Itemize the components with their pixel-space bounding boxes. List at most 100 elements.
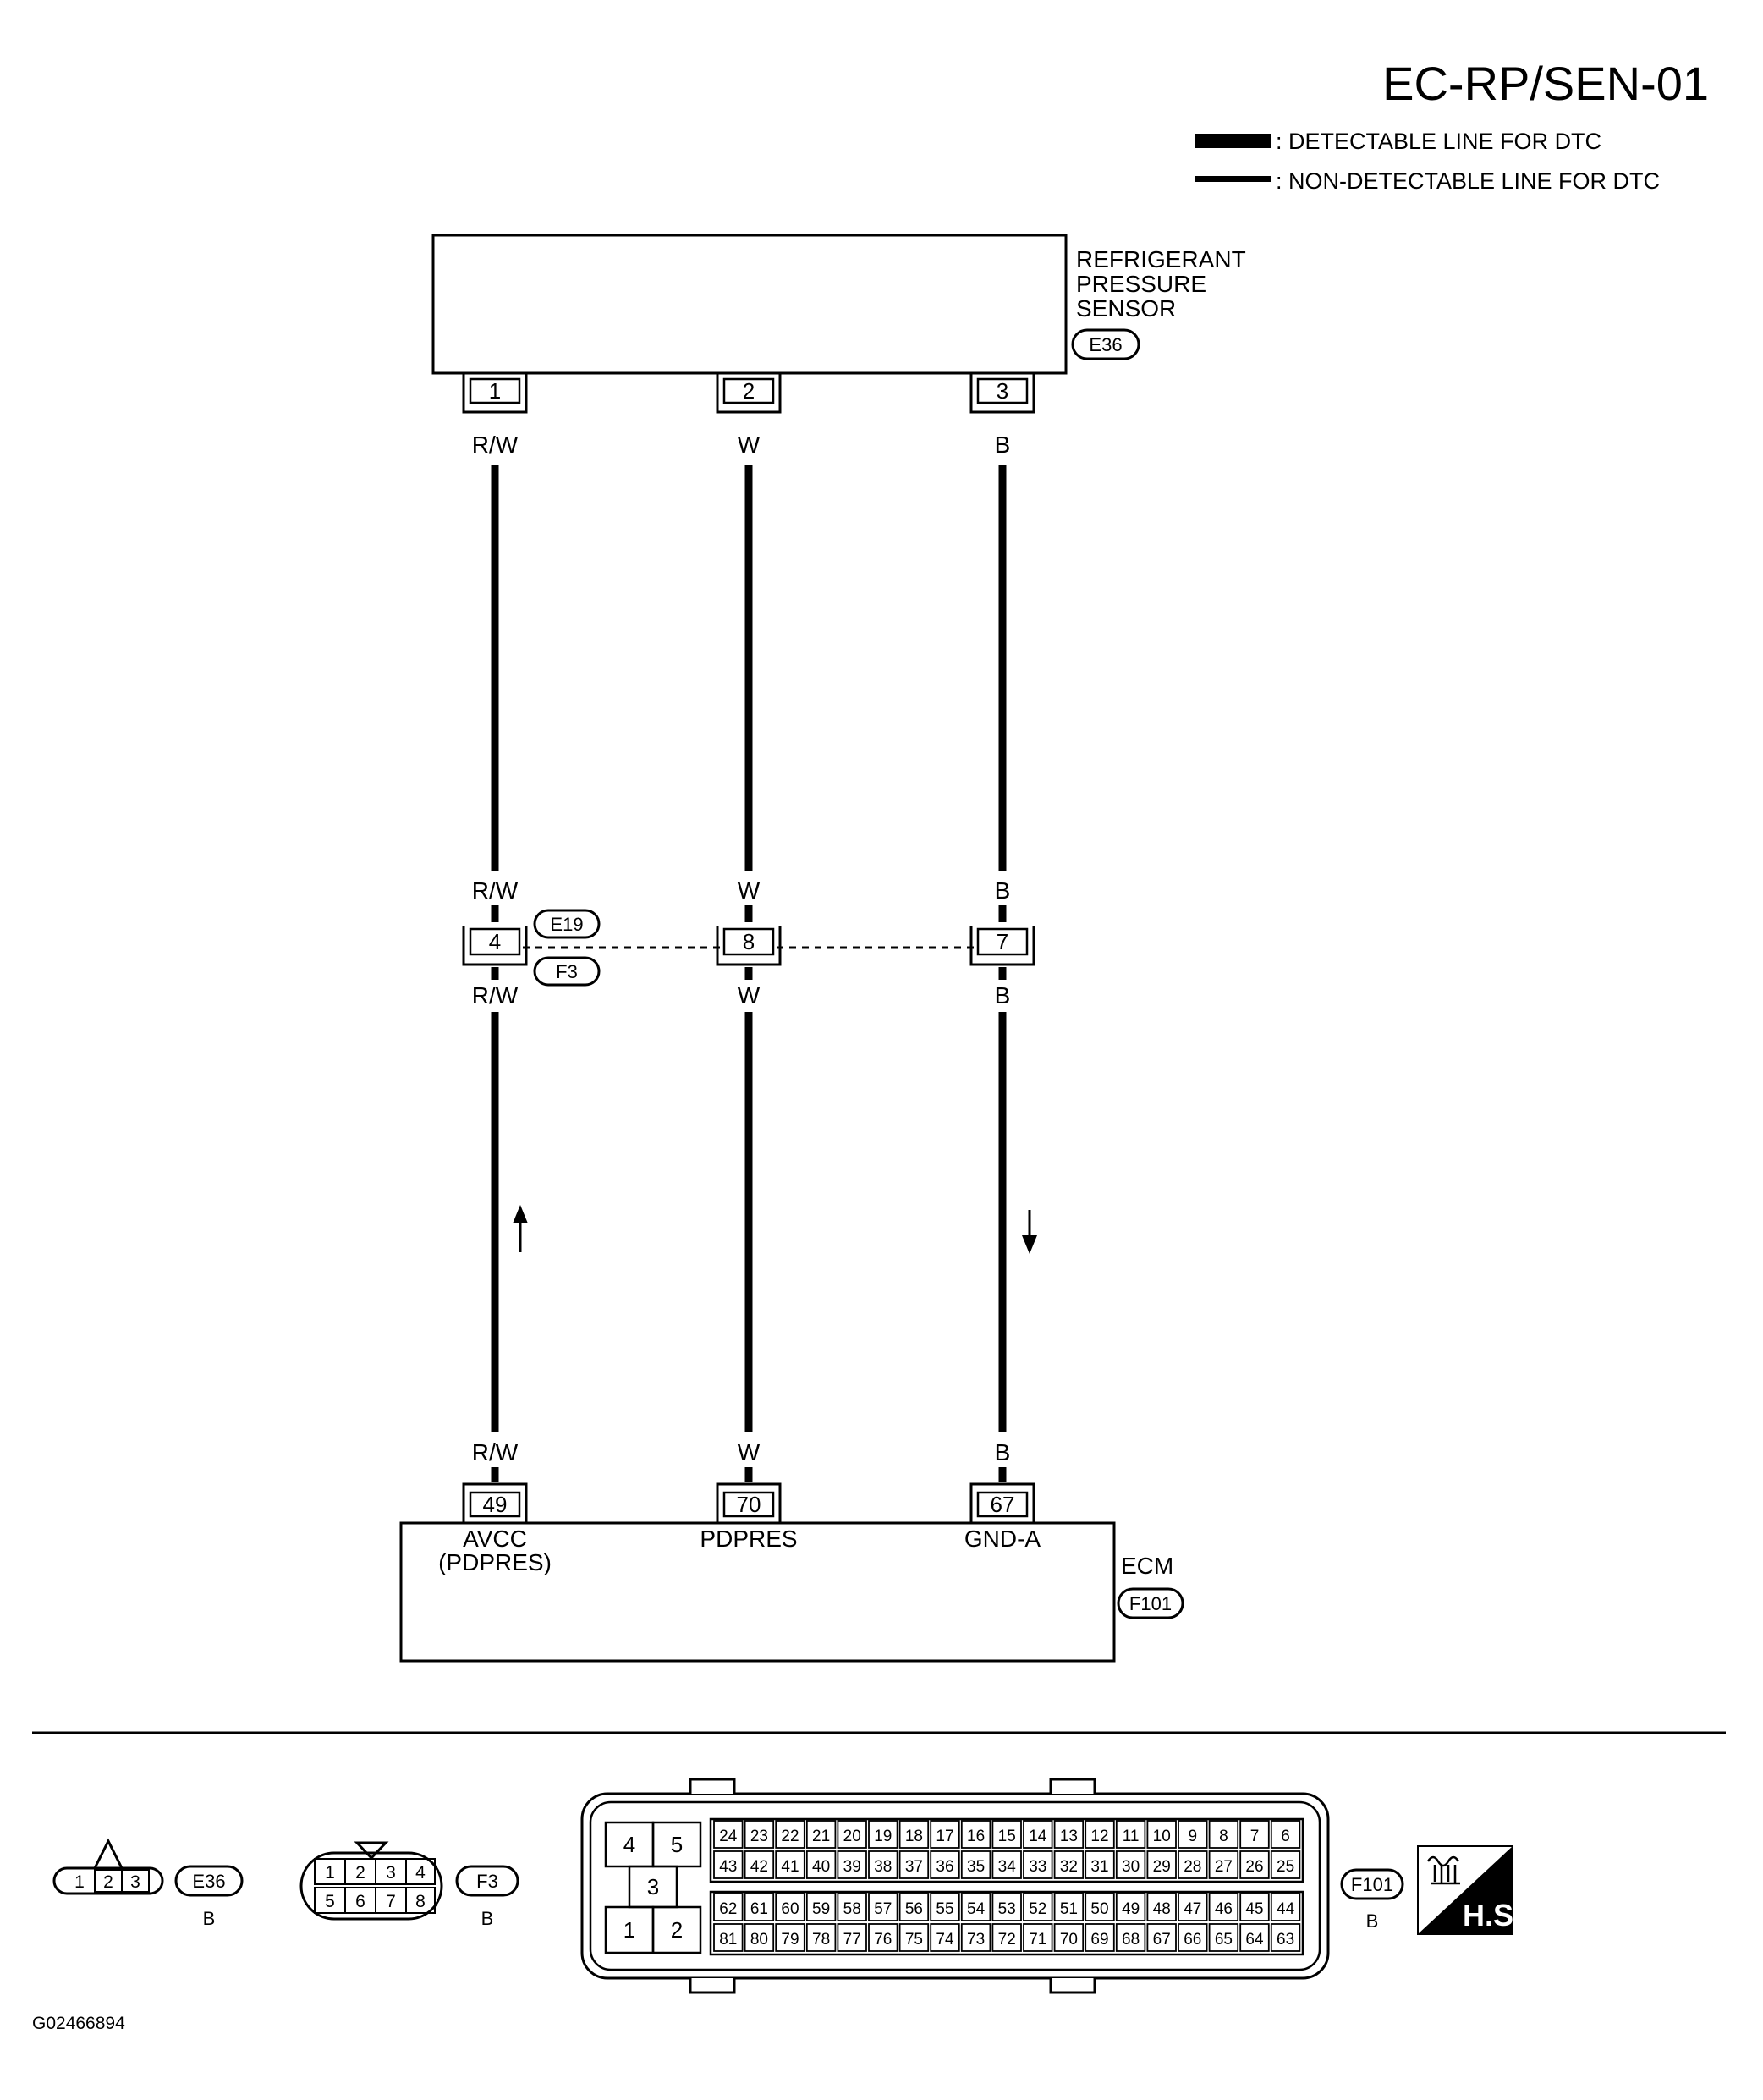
f101-pin-62: 62 [719,1900,737,1918]
junction-lower-label: F3 [556,961,578,982]
wire-color-rw-junction-top: R/W [472,877,519,904]
sensor-pin-1-label: 1 [489,378,501,404]
f101-pin-20: 20 [843,1828,861,1845]
f101-pin-cell [1146,1923,1177,1952]
f101-pin-cell [1239,1893,1270,1921]
f101-pin-78: 78 [812,1931,830,1949]
f101-pin-36: 36 [936,1858,953,1876]
f101-pin-77: 77 [843,1931,861,1949]
f101-pin-26: 26 [1245,1858,1263,1876]
junction-upper-badge [533,909,601,939]
f101-pin-70: 70 [1060,1931,1078,1949]
f101-pin-13: 13 [1060,1828,1078,1845]
f101-pin-31: 31 [1090,1858,1108,1876]
wire-color-w-top: W [738,432,761,458]
f101-pin-14: 14 [1029,1828,1047,1845]
f101-pin-cell [775,1893,805,1921]
f101-pin-cell [1115,1850,1146,1879]
junction-pin-8-label: 8 [743,929,755,954]
f101-pin-cell [1053,1893,1085,1921]
f101-pin-46: 46 [1215,1900,1233,1918]
f3-pin-4: 4 [415,1863,426,1883]
f101-pin-42: 42 [750,1858,768,1876]
f101-pin-cell [898,1893,930,1921]
f101-pin-cell [1178,1820,1208,1849]
f101-pin-cell [991,1850,1022,1879]
wire-color-b-junction-top: B [995,877,1011,904]
f101-pin-cell [1270,1923,1301,1952]
f101-pin-16: 16 [967,1828,985,1845]
f101-pin-7: 7 [1250,1828,1260,1845]
f101-big-pin-5: 5 [671,1832,683,1857]
f101-pin-30: 30 [1122,1858,1140,1876]
f101-pin-cell [1208,1850,1239,1879]
sensor-name-line1: REFRIGERANT [1076,246,1246,272]
f101-pin-56: 56 [905,1900,923,1918]
f101-pin-73: 73 [967,1931,985,1949]
f101-pin-cell [1115,1820,1146,1849]
ecm-connector-label: F101 [1129,1593,1172,1614]
f101-pin-35: 35 [967,1858,985,1876]
f101-pin-cell [837,1820,867,1849]
f101-pin-74: 74 [936,1931,954,1949]
f101-pin-cell [1178,1850,1208,1879]
arrow-up-icon [513,1205,528,1252]
f101-pin-41: 41 [781,1858,799,1876]
f101-pin-25: 25 [1277,1858,1294,1876]
f101-pin-cell [1208,1923,1239,1952]
f101-pin-cell [1115,1893,1146,1921]
ecm-pin-67-label: 67 [991,1492,1015,1517]
f101-pin-64: 64 [1245,1931,1264,1949]
f101-pin-43: 43 [719,1858,737,1876]
f101-pin-cell [805,1820,837,1849]
f101-pin-cell [837,1923,867,1952]
f101-pin-cell [805,1893,837,1921]
f101-pin-cell [1085,1850,1115,1879]
f101-pin-8: 8 [1219,1828,1228,1845]
f101-pin-21: 21 [812,1828,830,1845]
f101-pin-6: 6 [1281,1828,1290,1845]
wire-color-rw-junction-bottom: R/W [472,982,519,1009]
f101-pin-cell [1023,1820,1053,1849]
f101-pin-cell [991,1923,1022,1952]
ecm-pin-49-label: 49 [483,1492,508,1517]
sensor-pin-2-label: 2 [743,378,755,404]
f101-pin-cell [960,1893,991,1921]
sensor-connector-badge [1071,328,1140,360]
f3-view-color: B [481,1908,494,1929]
f3-pin-3: 3 [386,1863,396,1883]
f101-pin-cell [713,1893,744,1921]
ecm-signal-avcc-sub: (PDPRES) [438,1549,552,1575]
f101-pin-cell [1146,1893,1177,1921]
f101-pin-cell [1270,1820,1301,1849]
f101-pin-cell [775,1850,805,1879]
f101-pin-cell [898,1850,930,1879]
f101-pin-40: 40 [812,1858,830,1876]
sensor-name-line3: SENSOR [1076,295,1176,322]
f101-pin-17: 17 [936,1828,953,1845]
f101-pin-54: 54 [967,1900,986,1918]
junction-lower-badge [533,956,601,987]
wire-color-w-junction-top: W [738,877,761,904]
f101-pin-cell [930,1893,960,1921]
f101-pin-24: 24 [719,1828,738,1845]
legend-thin-line [1195,176,1271,182]
junction-pin-7: 7 [969,926,1035,966]
f101-pin-32: 32 [1060,1858,1078,1876]
f101-pin-39: 39 [843,1858,861,1876]
f101-pin-cell [960,1923,991,1952]
ecm-signal-pdpres: PDPRES [700,1526,797,1552]
f101-pin-57: 57 [874,1900,892,1918]
junction-pin-4-label: 4 [489,929,501,954]
f101-pin-67: 67 [1153,1931,1171,1949]
f101-pin-cell [930,1820,960,1849]
f101-pin-59: 59 [812,1900,830,1918]
f101-pin-28: 28 [1184,1858,1201,1876]
sensor-pin-2: 2 [716,373,782,414]
e36-pin-2: 2 [103,1872,113,1892]
f101-pin-55: 55 [936,1900,953,1918]
legend-thick-line [1195,134,1271,148]
